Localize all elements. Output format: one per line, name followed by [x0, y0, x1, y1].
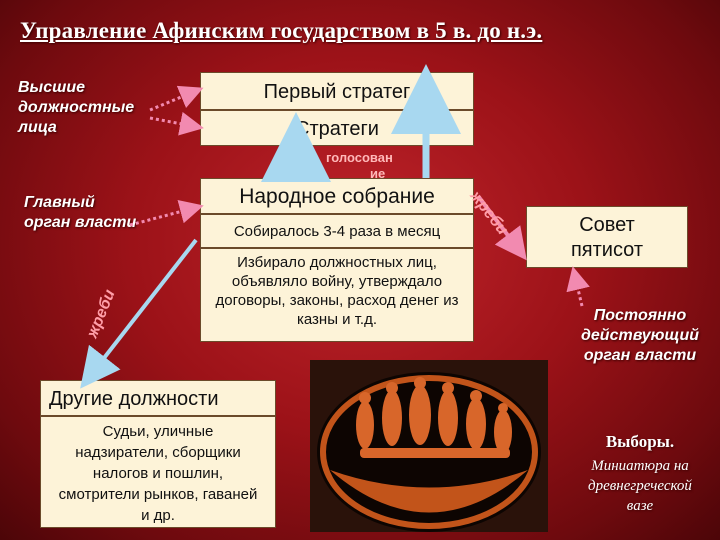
other-positions-list-box: Судьи, уличные надзиратели, сборщики нал… — [40, 416, 276, 528]
higher-officials-line-3: лица — [18, 119, 57, 136]
main-authority-line-1: Главный — [24, 194, 95, 211]
vote-label: голосован — [326, 150, 393, 165]
caption-line-1: Миниатюра на — [591, 458, 689, 474]
lot-arrow-council — [476, 194, 527, 261]
vase-figures — [356, 377, 512, 458]
higher-officials-line-1: Высшие — [18, 79, 86, 96]
vase-border — [320, 375, 538, 529]
council-line-1: Совет — [579, 214, 635, 236]
officials-arrow-to-strategoi — [149, 111, 204, 136]
vase-lower-band — [330, 470, 528, 513]
other-positions-title-box: Другие должности — [40, 380, 276, 416]
main-authority-label: Главный орган власти — [24, 193, 136, 233]
main-authority-line-2: орган власти — [24, 214, 137, 231]
vote-label-tail: ие — [370, 166, 386, 181]
vase-caption: Выборы. Миниатюра на древнегреческой ваз… — [566, 432, 714, 516]
lot-arrow-other-positions — [80, 238, 198, 389]
council-line-2: пятисот — [570, 239, 644, 261]
main-authority-arrow — [129, 200, 204, 227]
assembly-frequency-box: Собиралось 3-4 раза в месяц — [200, 214, 474, 248]
higher-officials-line-2: должностные — [18, 99, 135, 116]
council-box: Совет пятисот — [526, 206, 688, 268]
caption-line-3: вазе — [626, 498, 654, 514]
permanent-authority-line-2: действующий — [581, 327, 699, 344]
permanent-authority-line-3: орган власти — [583, 347, 697, 364]
permanent-authority-label: Постоянно действующий орган власти — [566, 306, 714, 366]
page-title: Управление Афинским государством в 5 в. … — [20, 18, 543, 43]
assembly-title-box: Народное собрание — [200, 178, 474, 214]
caption-line-2: древнегреческой — [588, 478, 692, 494]
assembly-powers-box: Избирало должностных лиц, объявляло войн… — [200, 248, 474, 342]
officials-arrow-to-first-strategos — [149, 85, 204, 112]
council-permanent-arrow — [566, 266, 590, 307]
higher-officials-label: Высшие должностные лица — [18, 78, 134, 138]
caption-heading: Выборы. — [605, 432, 675, 451]
permanent-authority-line-1: Постоянно — [593, 307, 687, 324]
